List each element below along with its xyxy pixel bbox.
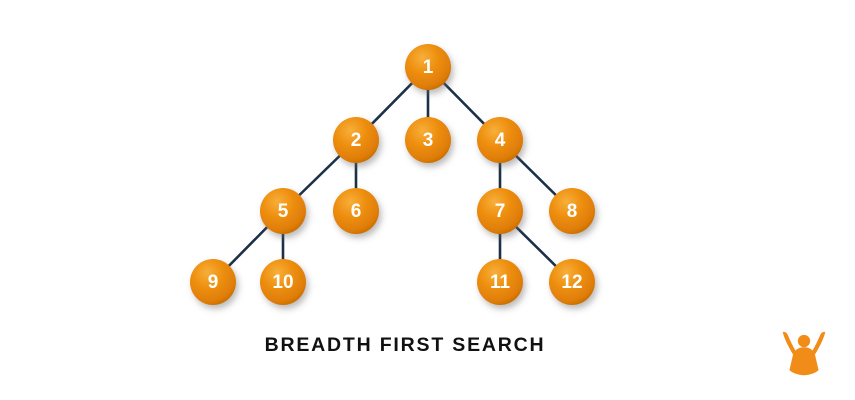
tree-node-circle-8[interactable] xyxy=(549,188,595,234)
tree-node-label-7: 7 xyxy=(495,201,506,222)
tree-node-5[interactable]: 5 xyxy=(260,188,306,234)
logo-left-arm-icon xyxy=(782,331,798,356)
tree-node-circle-6[interactable] xyxy=(333,188,379,234)
tree-node-label-1: 1 xyxy=(423,57,434,78)
tree-node-label-5: 5 xyxy=(278,201,289,222)
tree-node-label-4: 4 xyxy=(495,130,506,151)
tree-node-label-2: 2 xyxy=(351,130,362,151)
logo-head-icon xyxy=(797,334,811,348)
tree-node-label-11: 11 xyxy=(490,272,511,293)
diagram-caption: BREADTH FIRST SEARCH xyxy=(264,334,546,356)
tree-node-8[interactable]: 8 xyxy=(549,188,595,234)
tree-node-7[interactable]: 7 xyxy=(477,188,523,234)
tree-node-2[interactable]: 2 xyxy=(333,117,379,163)
edge-layer xyxy=(211,65,574,284)
tree-node-label-12: 12 xyxy=(561,272,582,293)
tree-node-label-3: 3 xyxy=(423,130,434,151)
tree-node-circle-11[interactable] xyxy=(477,259,523,305)
logo-right-arm-icon xyxy=(810,331,826,356)
tree-node-11[interactable]: 11 xyxy=(477,259,523,305)
tree-node-4[interactable]: 4 xyxy=(477,117,523,163)
tree-node-6[interactable]: 6 xyxy=(333,188,379,234)
tree-node-3[interactable]: 3 xyxy=(405,117,451,163)
logo-body-icon xyxy=(789,347,819,376)
tree-node-label-6: 6 xyxy=(351,201,362,222)
tree-node-label-8: 8 xyxy=(567,201,578,222)
tree-node-label-9: 9 xyxy=(208,272,219,293)
tree-node-9[interactable]: 9 xyxy=(190,259,236,305)
tree-node-10[interactable]: 10 xyxy=(260,259,306,305)
tree-node-1[interactable]: 1 xyxy=(405,44,451,90)
tree-node-circle-5[interactable] xyxy=(260,188,306,234)
tree-node-circle-4[interactable] xyxy=(477,117,523,163)
tree-node-circle-7[interactable] xyxy=(477,188,523,234)
tree-node-label-10: 10 xyxy=(272,272,293,293)
person-raising-arms-logo xyxy=(782,331,826,376)
tree-node-circle-2[interactable] xyxy=(333,117,379,163)
tree-node-12[interactable]: 12 xyxy=(549,259,595,305)
tree-node-circle-1[interactable] xyxy=(405,44,451,90)
tree-node-circle-12[interactable] xyxy=(549,259,595,305)
tree-node-circle-3[interactable] xyxy=(405,117,451,163)
tree-node-circle-9[interactable] xyxy=(190,259,236,305)
tree-node-circle-10[interactable] xyxy=(260,259,306,305)
